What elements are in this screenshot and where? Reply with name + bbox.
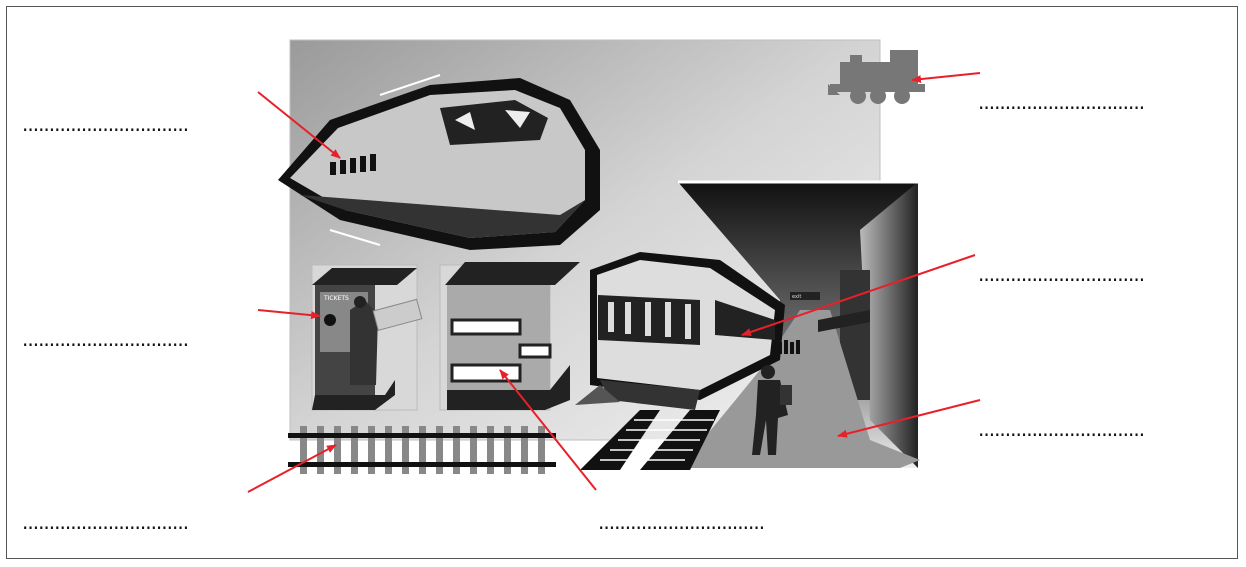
- blank-railway-track[interactable]: ·······························: [22, 518, 188, 538]
- blank-carriage[interactable]: ·······························: [978, 270, 1144, 290]
- svg-text:exit: exit: [792, 294, 801, 300]
- blank-sleeping-berth[interactable]: ·······························: [598, 518, 764, 538]
- arrow-steam-locomotive: [912, 73, 980, 80]
- blank-platform[interactable]: ·······························: [978, 425, 1144, 445]
- blank-steam-locomotive[interactable]: ·······························: [978, 98, 1144, 118]
- ticket-office: TICKETS: [312, 265, 422, 410]
- svg-text:TICKETS: TICKETS: [323, 295, 349, 302]
- blank-ticket-office[interactable]: ·······························: [22, 335, 188, 355]
- blank-window[interactable]: ·······························: [22, 120, 188, 140]
